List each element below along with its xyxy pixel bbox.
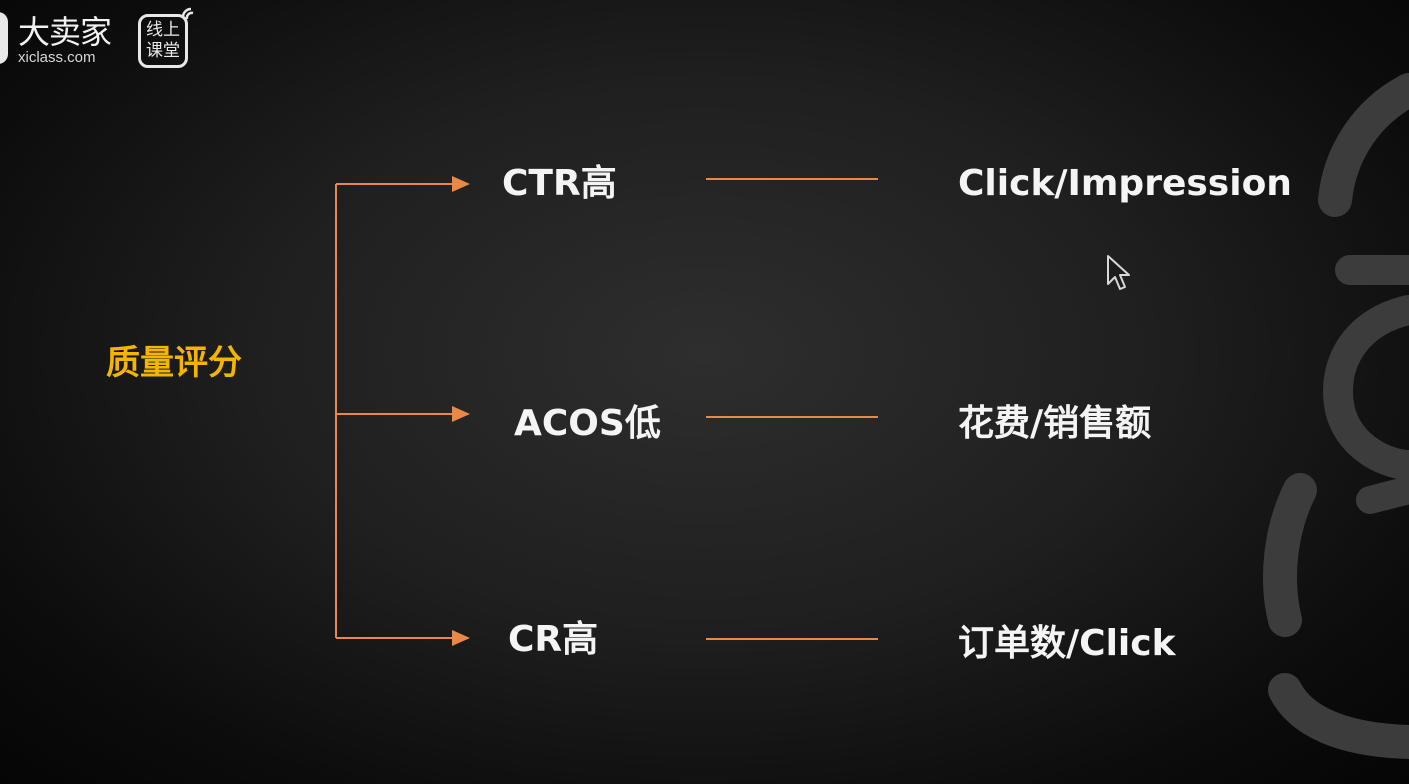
formula-cr: 订单数/Click (958, 623, 1176, 664)
logo-brand-name: 大卖家 (18, 13, 112, 51)
brand-logo: 大卖家 xiclass.com 线上 课堂 (0, 0, 220, 80)
mouse-pointer-icon (1107, 255, 1130, 290)
root-node-quality-score: 质量评分 (106, 343, 242, 383)
formula-ctr: Click/Impression (958, 163, 1292, 204)
badge-line-1: 线上 (146, 20, 180, 40)
metric-acos: ACOS低 (514, 403, 661, 444)
metric-cr: CR高 (508, 619, 599, 660)
logo-mark-icon (0, 12, 8, 64)
badge-line-2: 课堂 (146, 41, 180, 61)
logo-domain: xiclass.com (18, 49, 96, 66)
online-class-badge: 线上 课堂 (138, 7, 194, 68)
metric-ctr: CTR高 (502, 163, 617, 204)
formula-acos: 花费/销售额 (958, 403, 1152, 444)
decorative-watermark-shape (1263, 73, 1409, 759)
signal-icon (181, 7, 194, 20)
